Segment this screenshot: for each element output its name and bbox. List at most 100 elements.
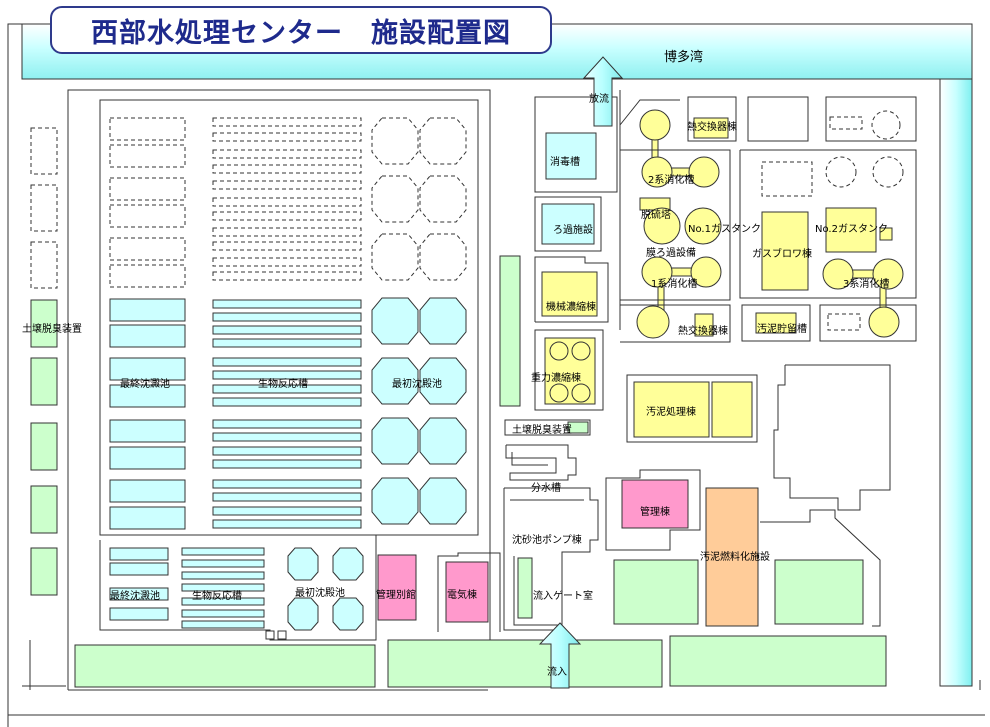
discharge-label: 放流 [589,92,609,105]
final-sedimentation-upper [109,298,186,530]
reactor-strip [181,609,265,618]
sludge-fuel-label: 汚泥燃料化施設 [700,550,770,563]
digester-3-label: 3系消化槽 [843,277,889,290]
reactor-strip [181,547,265,556]
gravity-thickening-outline [534,329,604,411]
gas-tank-2-base [825,207,877,253]
admin-annex [377,554,417,621]
admin-outline [605,469,701,551]
admin-building [621,479,689,529]
inflow-arrow [538,622,582,689]
gravity-thickeners [549,341,591,403]
sludge-treatment-label: 汚泥処理棟 [646,405,696,418]
bio-reactor-lower-label: 生物反応槽 [192,589,242,602]
digester-3-outline [819,304,917,342]
final-sedimentation-lower [109,547,169,621]
disinfection-label: 消毒槽 [550,155,580,168]
distribution-channel [503,444,599,631]
gravity-thickening-label: 重力濃縮棟 [531,371,581,384]
green-block-right [774,559,864,625]
future-digesters [761,110,904,331]
mech-thickening-label: 機械濃縮棟 [546,300,596,313]
desulfurization-label: 脱硫塔 [641,208,671,221]
outflow-channel [939,78,973,687]
reactor-strip [212,519,362,529]
deodor-small-fill [567,421,589,434]
inflow-gate-green [517,557,533,619]
reactor-strip [181,597,265,606]
inflow-label: 流入 [547,665,567,678]
mech-thickening-building [541,271,598,317]
green-strips-left [30,299,58,596]
heat-exchanger-top-label: 熱交換器棟 [687,120,737,133]
deodor-left-label: 土壌脱臭装置 [22,322,82,335]
green-block-mid [613,559,699,625]
reactor-strip [212,299,362,309]
green-strip-center [499,255,521,407]
sludge-treatment-b [711,381,753,438]
gas-blower-building [761,211,809,291]
sludge-storage-outline [741,304,811,342]
primary-sed-lower-label: 最初沈殿池 [295,586,345,599]
reactor-strip [212,370,362,380]
reactor-strip [181,571,265,580]
digester-2-label: 2系消化槽 [648,173,694,186]
reactor-strip [212,312,362,322]
page-title: 西部水処理センター 施設配置図 [91,17,511,49]
heat-exchanger-top [693,117,729,139]
green-strips-bottom [74,635,887,688]
reactor-strip [212,397,362,407]
gas-tank-1-label: No.1ガスタンク [688,223,761,235]
right-complex-outlines [739,96,917,627]
reactor-strip [212,432,362,442]
hakata-bay-label: 博多湾 [664,49,703,65]
filtration-label: ろ過施設 [553,223,593,236]
future-tanks-upper [109,117,362,288]
sludge-storage-label: 汚泥貯留槽 [757,322,807,335]
digester-1-label: 1系消化槽 [651,277,697,290]
reactor-strip [181,620,265,629]
reactor-strip [212,479,362,489]
reactor-strip [212,419,362,429]
reactor-strip [212,492,362,502]
primary-sedimentation-lower [287,547,364,631]
deodor-small-label: 土壌脱臭装置 [512,423,572,436]
membrane-label: 膜ろ過設備 [646,246,696,259]
electric-outline [437,552,501,632]
title-box: 西部水処理センター 施設配置図 [50,6,552,54]
grit-pump-label: 沈砂池ポンプ棟 [512,533,582,546]
gas-blower-label: ガスブロワ棟 [752,247,812,260]
digesters [636,109,904,339]
reactor-strip [181,559,265,568]
electric-label: 電気棟 [447,588,477,601]
distribution-label: 分水槽 [531,481,561,494]
reactor-strip [212,446,362,456]
bio-reactor-lower [181,547,265,629]
reactor-strip [212,338,362,348]
electric-building [445,561,489,623]
reactor-strip [212,357,362,367]
mech-thickening-outline [534,256,609,323]
bio-reactor-upper [212,299,362,529]
future-sedimentation-upper [371,117,467,281]
sludge-treatment-a [633,381,710,438]
admin-annex-label: 管理別館 [376,588,416,601]
disinfection-tank [545,132,597,180]
inflow-gate-label: 流入ゲート室 [533,589,593,602]
bio-reactor-upper-label: 生物反応槽 [258,377,308,390]
filtration-facility [541,203,595,245]
final-sed-lower-label: 最終沈澱池 [110,589,160,602]
discharge-arrow [582,56,624,127]
digester-complex-outline [620,149,731,301]
reactor-strip [181,583,265,592]
primary-sed-upper-label: 最初沈殿池 [392,377,442,390]
primary-sedimentation-upper [371,297,467,525]
future-facilities-left [30,127,58,289]
reactor-strip [212,459,362,469]
heat-exchanger-bottom [694,313,714,337]
disinfection-outline [534,96,618,193]
sludge-storage-tank [755,312,797,334]
heat-exchanger-bottom-outline [620,304,731,343]
admin-label: 管理棟 [640,505,670,518]
